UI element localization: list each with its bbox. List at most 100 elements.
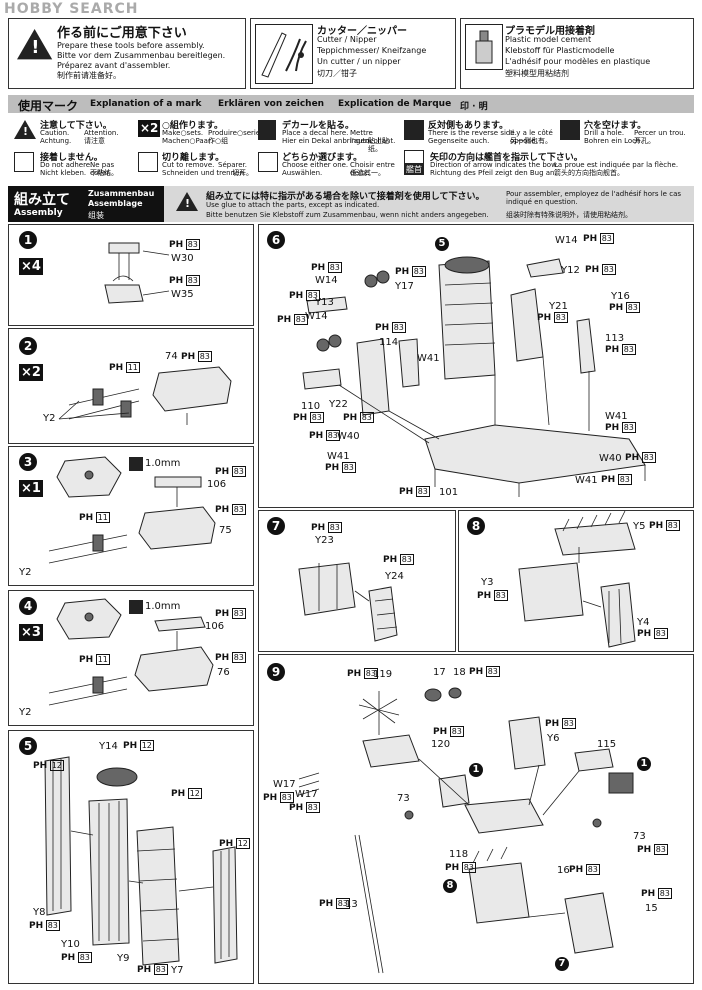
ph-code: PH 83 [319,898,350,909]
part-label: 75 [219,525,232,536]
ph-code: PH 83 [289,802,320,813]
ph-code: PH 83 [169,239,200,250]
part-label: W41 [327,451,350,462]
part-label: 114 [379,337,399,348]
part-label: Y5 [633,521,646,532]
mark-choose-either: どちらか選びます。 Choose either one. Choisir ent… [258,150,398,180]
part-label: 18 [453,667,466,678]
notice-de: Bitte benutzen Sie Klebstoff zum Zusamme… [206,211,489,219]
reference-step: 7 [555,957,569,971]
part-label: Y12 [561,265,580,276]
mark-text: Choisir entre deux. [350,161,395,177]
mark-text: Choose either one. [282,161,349,169]
cement-title: プラモデル用接着剤 [505,26,595,37]
ph-code: PH 83 [605,422,636,433]
prepare-line-1: Prepare these tools before assembly. [57,41,205,50]
mark-text: Séparer. [218,161,247,169]
ph-code: PH 83 [445,862,476,873]
bow-label: 艦首 [404,164,424,175]
prepare-title: 作る前にご用意下さい [57,26,187,41]
ph-code: PH 83 [311,262,342,273]
part-label: 13 [345,899,358,910]
ph-code: PH 83 [343,412,374,423]
ph-code: PH 83 [537,312,568,323]
times-icon: ×2 [138,120,161,137]
part-label: Y2 [19,567,32,578]
part-label: W41 [417,353,440,364]
part-label: W17 [295,789,318,800]
reference-step: 5 [435,237,449,251]
step-5-drawing [44,756,238,966]
mark-reverse-side: 反対側もあります。 There is the reverse side. Geg… [404,118,554,148]
part-label: W35 [171,289,194,300]
mark-drill-hole: 穴を空けます。 Drill a hole. Percer un trou. Bo… [560,118,696,148]
step-number: 7 [267,517,285,535]
cement-line-4: 塑料模型用粘结剂 [505,69,569,78]
marks-title-fr: Explication de Marque [338,99,452,109]
ph-code: PH 83 [637,628,668,639]
part-label: 106 [207,479,227,490]
ph-code: PH 12 [33,760,64,771]
drill-size: 1.0mm [145,601,181,612]
part-label: W41 [605,411,628,422]
part-label: W17 [273,779,296,790]
ph-code: PH 83 [215,504,246,515]
mark-text: Mettre l'autocollant. [350,129,396,145]
part-label: Y16 [611,291,630,302]
part-label: W40 [337,431,360,442]
step-7-drawing [298,562,398,642]
mark-text: 箭头的方向指向舰首。 [554,169,624,177]
mark-text: Hier ein Dekal anbringen. [282,137,372,145]
step-number: 1 [19,231,37,249]
assembly-title-block: 組み立て Assembly Zusammenbau Assemblage 组装 [8,186,164,222]
ph-code: PH 83 [545,718,576,729]
mark-text: There is the reverse side. [428,129,517,137]
mark-label: 注意して下さい。 [40,121,112,131]
step-number: 4 [19,597,37,615]
assembly-title-fr: Assemblage [88,199,143,208]
mark-text: 不粘结。 [90,169,118,177]
mark-text: Machen○Paar. [162,137,213,145]
mark-text: 切开。 [232,169,253,177]
step-6-drawing [302,256,646,497]
tools-cutter-box: カッター／ニッパー Cutter / Nipper Teppichmesser/… [250,18,456,89]
part-label: Y17 [395,281,414,292]
step-1-panel: 1 ×4 PH 83 W30 PH 83 W35 [8,224,254,326]
part-label: Y7 [171,965,184,976]
part-label: 15 [645,903,658,914]
part-label: 119 [373,669,393,680]
assembly-title-cn: 组装 [88,211,104,220]
part-label: W14 [315,275,338,286]
ph-code: PH 83 [585,264,616,275]
mark-text: Achtung. [40,137,72,145]
reference-step: 1 [637,757,651,771]
ph-code: PH 12 [171,788,202,799]
mark-make-sets: ×2 ○組作ります。 Make○sets. Produire○series. M… [138,118,266,148]
cement-line-2: Klebstoff für Plasticmodelle [505,46,615,55]
part-label: W14 [305,311,328,322]
notice-en: Use glue to attach the parts, except as … [206,201,380,209]
cement-line-3: L'adhésif pour modèles en plastique [505,57,651,66]
reverse-side-icon [404,120,424,140]
step-number: 8 [467,517,485,535]
step-2-drawing [58,366,232,425]
ph-code: PH 83 [293,412,324,423]
part-label: Y24 [385,571,404,582]
ph-code: PH 83 [637,844,668,855]
ph-code: PH 83 [395,266,426,277]
ph-code: PH 83 [399,486,430,497]
step-5-panel: 5 Y14 PH 12 PH 12 PH 12 Y8 PH 83 Y10 PH … [8,730,254,984]
reference-step: 8 [443,879,457,893]
reference-step: 1 [469,763,483,777]
ph-code: PH 11 [109,362,140,373]
part-label: Y13 [315,297,334,308]
ph-code: PH 83 [477,590,508,601]
part-label: 115 [597,739,617,750]
step-3-panel: 3 ×1 1.0mm PH 83 106 PH 83 75 PH 11 Y2 [8,446,254,586]
mark-text: Caution. [40,129,70,137]
caution-icon [14,120,36,139]
mark-text: Auswählen. [282,169,323,177]
step-number: 3 [19,453,37,471]
mark-text: Cut to remove. [162,161,215,169]
marks-title-cn: 印 · 明 [460,102,488,112]
